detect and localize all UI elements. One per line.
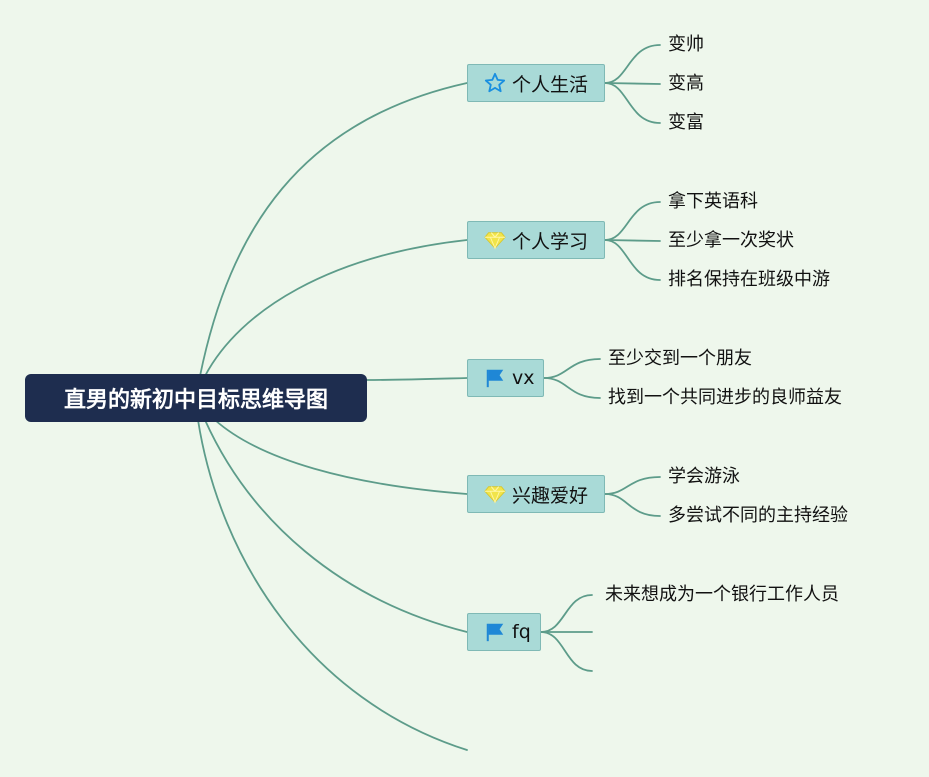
branch-topic-fq[interactable]: fq — [467, 613, 541, 651]
connector-b5-c3 — [540, 631, 593, 672]
leaf-topic[interactable]: 拿下英语科 — [668, 191, 758, 212]
leaf-topic[interactable]: 至少交到一个朋友 — [608, 348, 752, 369]
gem-icon — [484, 229, 506, 251]
connector-b3-c1 — [543, 358, 601, 379]
gem-icon — [484, 483, 506, 505]
branch-label: fq — [512, 621, 531, 643]
root-topic[interactable]: 直男的新初中目标思维导图 — [25, 374, 367, 422]
connector-b2-c3 — [604, 239, 661, 281]
connector-b3-c2 — [543, 377, 601, 399]
connector-root-branch-3 — [366, 377, 468, 381]
leaf-topic[interactable]: 排名保持在班级中游 — [668, 269, 830, 290]
leaf-topic[interactable]: 变富 — [668, 112, 704, 133]
branch-topic-hobbies[interactable]: 兴趣爱好 — [467, 475, 605, 513]
leaf-topic[interactable]: 变帅 — [668, 34, 704, 55]
leaf-topic[interactable]: 找到一个共同进步的良师益友 — [608, 387, 842, 408]
flag-icon — [484, 367, 506, 389]
connector-b2-c2 — [604, 239, 661, 242]
connector-root-branch-2 — [204, 239, 468, 377]
connector-root-branch-1 — [199, 82, 468, 377]
connector-b5-c1 — [540, 594, 593, 633]
connector-root-branch-4 — [214, 419, 468, 495]
connector-b4-c2 — [604, 493, 661, 517]
branch-topic-vx[interactable]: vx — [467, 359, 544, 397]
branch-topic-personal-life[interactable]: 个人生活 — [467, 64, 605, 102]
leaf-topic[interactable]: 至少拿一次奖状 — [668, 230, 794, 251]
connector-b1-c2 — [604, 82, 661, 85]
connector-b2-c1 — [604, 201, 661, 241]
flag-icon — [484, 621, 506, 643]
connector-b4-c1 — [604, 476, 661, 495]
branch-label: 个人生活 — [512, 73, 589, 96]
branch-label: vx — [512, 367, 535, 389]
star-icon — [484, 72, 506, 94]
branch-label: 兴趣爱好 — [512, 484, 589, 507]
leaf-topic[interactable]: 变高 — [668, 73, 704, 94]
leaf-topic[interactable]: 多尝试不同的主持经验 — [668, 505, 848, 526]
branch-label: 个人学习 — [512, 230, 589, 253]
connector-root-branch-5 — [204, 419, 468, 633]
branch-topic-personal-study[interactable]: 个人学习 — [467, 221, 605, 259]
leaf-topic[interactable]: 学会游泳 — [668, 466, 740, 487]
connector-b1-c3 — [604, 82, 661, 124]
connector-root-extra — [197, 419, 468, 751]
connector-b1-c1 — [604, 44, 661, 84]
leaf-topic[interactable]: 未来想成为一个银行工作人员 — [605, 584, 839, 605]
